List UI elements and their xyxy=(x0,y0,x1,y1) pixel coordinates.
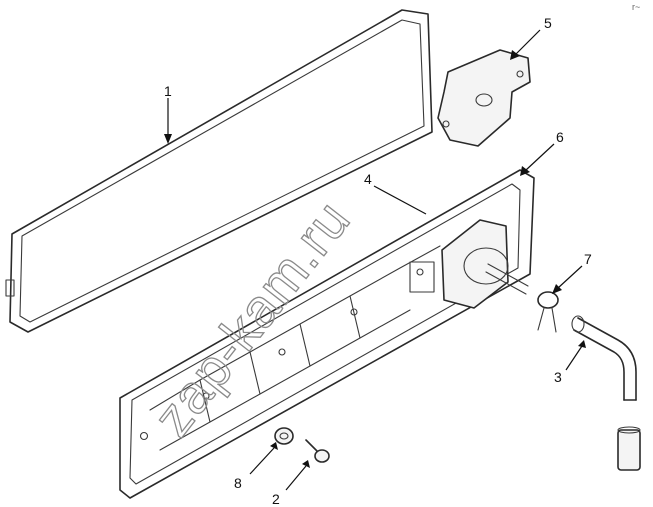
leader-lines xyxy=(164,29,586,491)
callout-4: 4 xyxy=(364,171,372,187)
watermark: zap-kam.ru xyxy=(142,190,362,448)
callout-8: 8 xyxy=(234,475,242,491)
cover-plate-part xyxy=(437,49,531,147)
breather-hose-part xyxy=(571,315,641,471)
valve-cover-part xyxy=(119,169,535,499)
corner-mark: r~ xyxy=(632,2,640,12)
callout-2: 2 xyxy=(272,491,280,507)
callout-3: 3 xyxy=(554,369,562,385)
callout-1: 1 xyxy=(164,83,172,99)
bolt-part xyxy=(305,439,330,463)
gasket-frame-part xyxy=(5,9,433,333)
grommet-part xyxy=(274,427,294,445)
callout-6: 6 xyxy=(556,129,564,145)
callout-7: 7 xyxy=(584,251,592,267)
hose-clamp-part xyxy=(537,291,559,333)
callout-5: 5 xyxy=(544,15,552,31)
